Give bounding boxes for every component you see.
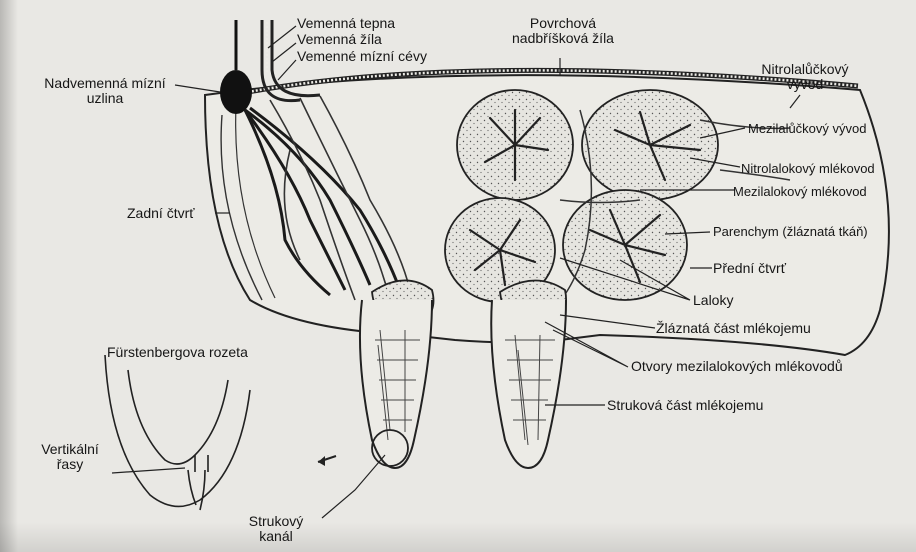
- label-duct-openings: Otvory mezilalokových mlékovodů: [631, 359, 843, 374]
- label-rear-quarter: Zadní čtvrť: [127, 206, 195, 221]
- label-lymph-vessels: Vemenné mízní cévy: [297, 49, 427, 64]
- label-intralobar-duct: Nitrolalokový mlékovod: [741, 161, 875, 176]
- label-teat-canal: Strukový kanál: [226, 514, 326, 544]
- label-lobes: Laloky: [693, 293, 733, 308]
- label-front-quarter: Přední čtvrť: [713, 261, 786, 276]
- teat-detail: [105, 355, 250, 510]
- label-vertical-folds: Vertikální řasy: [28, 442, 112, 472]
- label-teat-cistern: Struková část mlékojemu: [607, 398, 763, 413]
- label-interlobular-duct-small: Mezilalůčkový vývod: [748, 121, 867, 136]
- label-furstenberg-rosette: Fürstenbergova rozeta: [107, 345, 248, 360]
- label-lymph-node: Nadvemenná mízní uzlina: [35, 76, 175, 106]
- label-intralobular-duct: Nitrolalůčkový vývod: [745, 62, 865, 92]
- lymph-node: [220, 70, 252, 114]
- label-superficial-vein: Povrchová nadbříšková žíla: [478, 16, 648, 46]
- label-gland-cistern: Žláznatá část mlékojemu: [656, 321, 811, 336]
- label-mammary-artery: Vemenná tepna: [297, 16, 395, 31]
- label-interlobar-duct: Mezilalokový mlékovod: [733, 184, 867, 199]
- label-parenchyma: Parenchym (žláznatá tkáň): [713, 224, 868, 239]
- label-mammary-vein: Vemenná žíla: [297, 32, 382, 47]
